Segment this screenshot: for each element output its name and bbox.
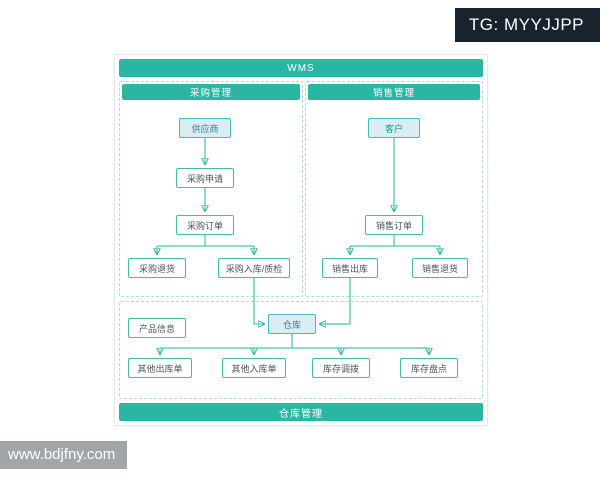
wms-title-bar: WMS xyxy=(119,59,483,77)
sales-section: 销售管理 xyxy=(305,81,483,297)
node-warehouse: 仓库 xyxy=(268,314,316,334)
wms-title: WMS xyxy=(287,62,315,74)
watermark: www.bdjfny.com xyxy=(0,441,128,469)
node-sales-outbound: 销售出库 xyxy=(322,258,378,278)
node-inventory-stocktake: 库存盘点 xyxy=(400,358,458,378)
node-sales-return: 销售退货 xyxy=(412,258,468,278)
purchase-section-header: 采购管理 xyxy=(122,84,300,100)
node-other-inbound: 其他入库单 xyxy=(222,358,286,378)
warehouse-section xyxy=(119,301,483,399)
sales-section-header: 销售管理 xyxy=(308,84,480,100)
node-other-outbound: 其他出库单 xyxy=(128,358,192,378)
warehouse-title: 仓库管理 xyxy=(279,408,323,420)
node-supplier: 供应商 xyxy=(179,118,231,138)
warehouse-title-bar: 仓库管理 xyxy=(119,403,483,421)
node-product-info: 产品信息 xyxy=(128,318,186,338)
node-purchase-request: 采购申请 xyxy=(176,168,234,188)
node-purchase-return: 采购退货 xyxy=(128,258,186,278)
node-purchase-inbound: 采购入库/质检 xyxy=(218,258,290,278)
node-customer: 客户 xyxy=(368,118,420,138)
node-inventory-transfer: 库存调拨 xyxy=(312,358,370,378)
node-purchase-order: 采购订单 xyxy=(176,215,234,235)
tg-badge: TG: MYYJJPP xyxy=(454,8,600,42)
purchase-section: 采购管理 xyxy=(119,81,303,297)
node-sales-order: 销售订单 xyxy=(365,215,423,235)
